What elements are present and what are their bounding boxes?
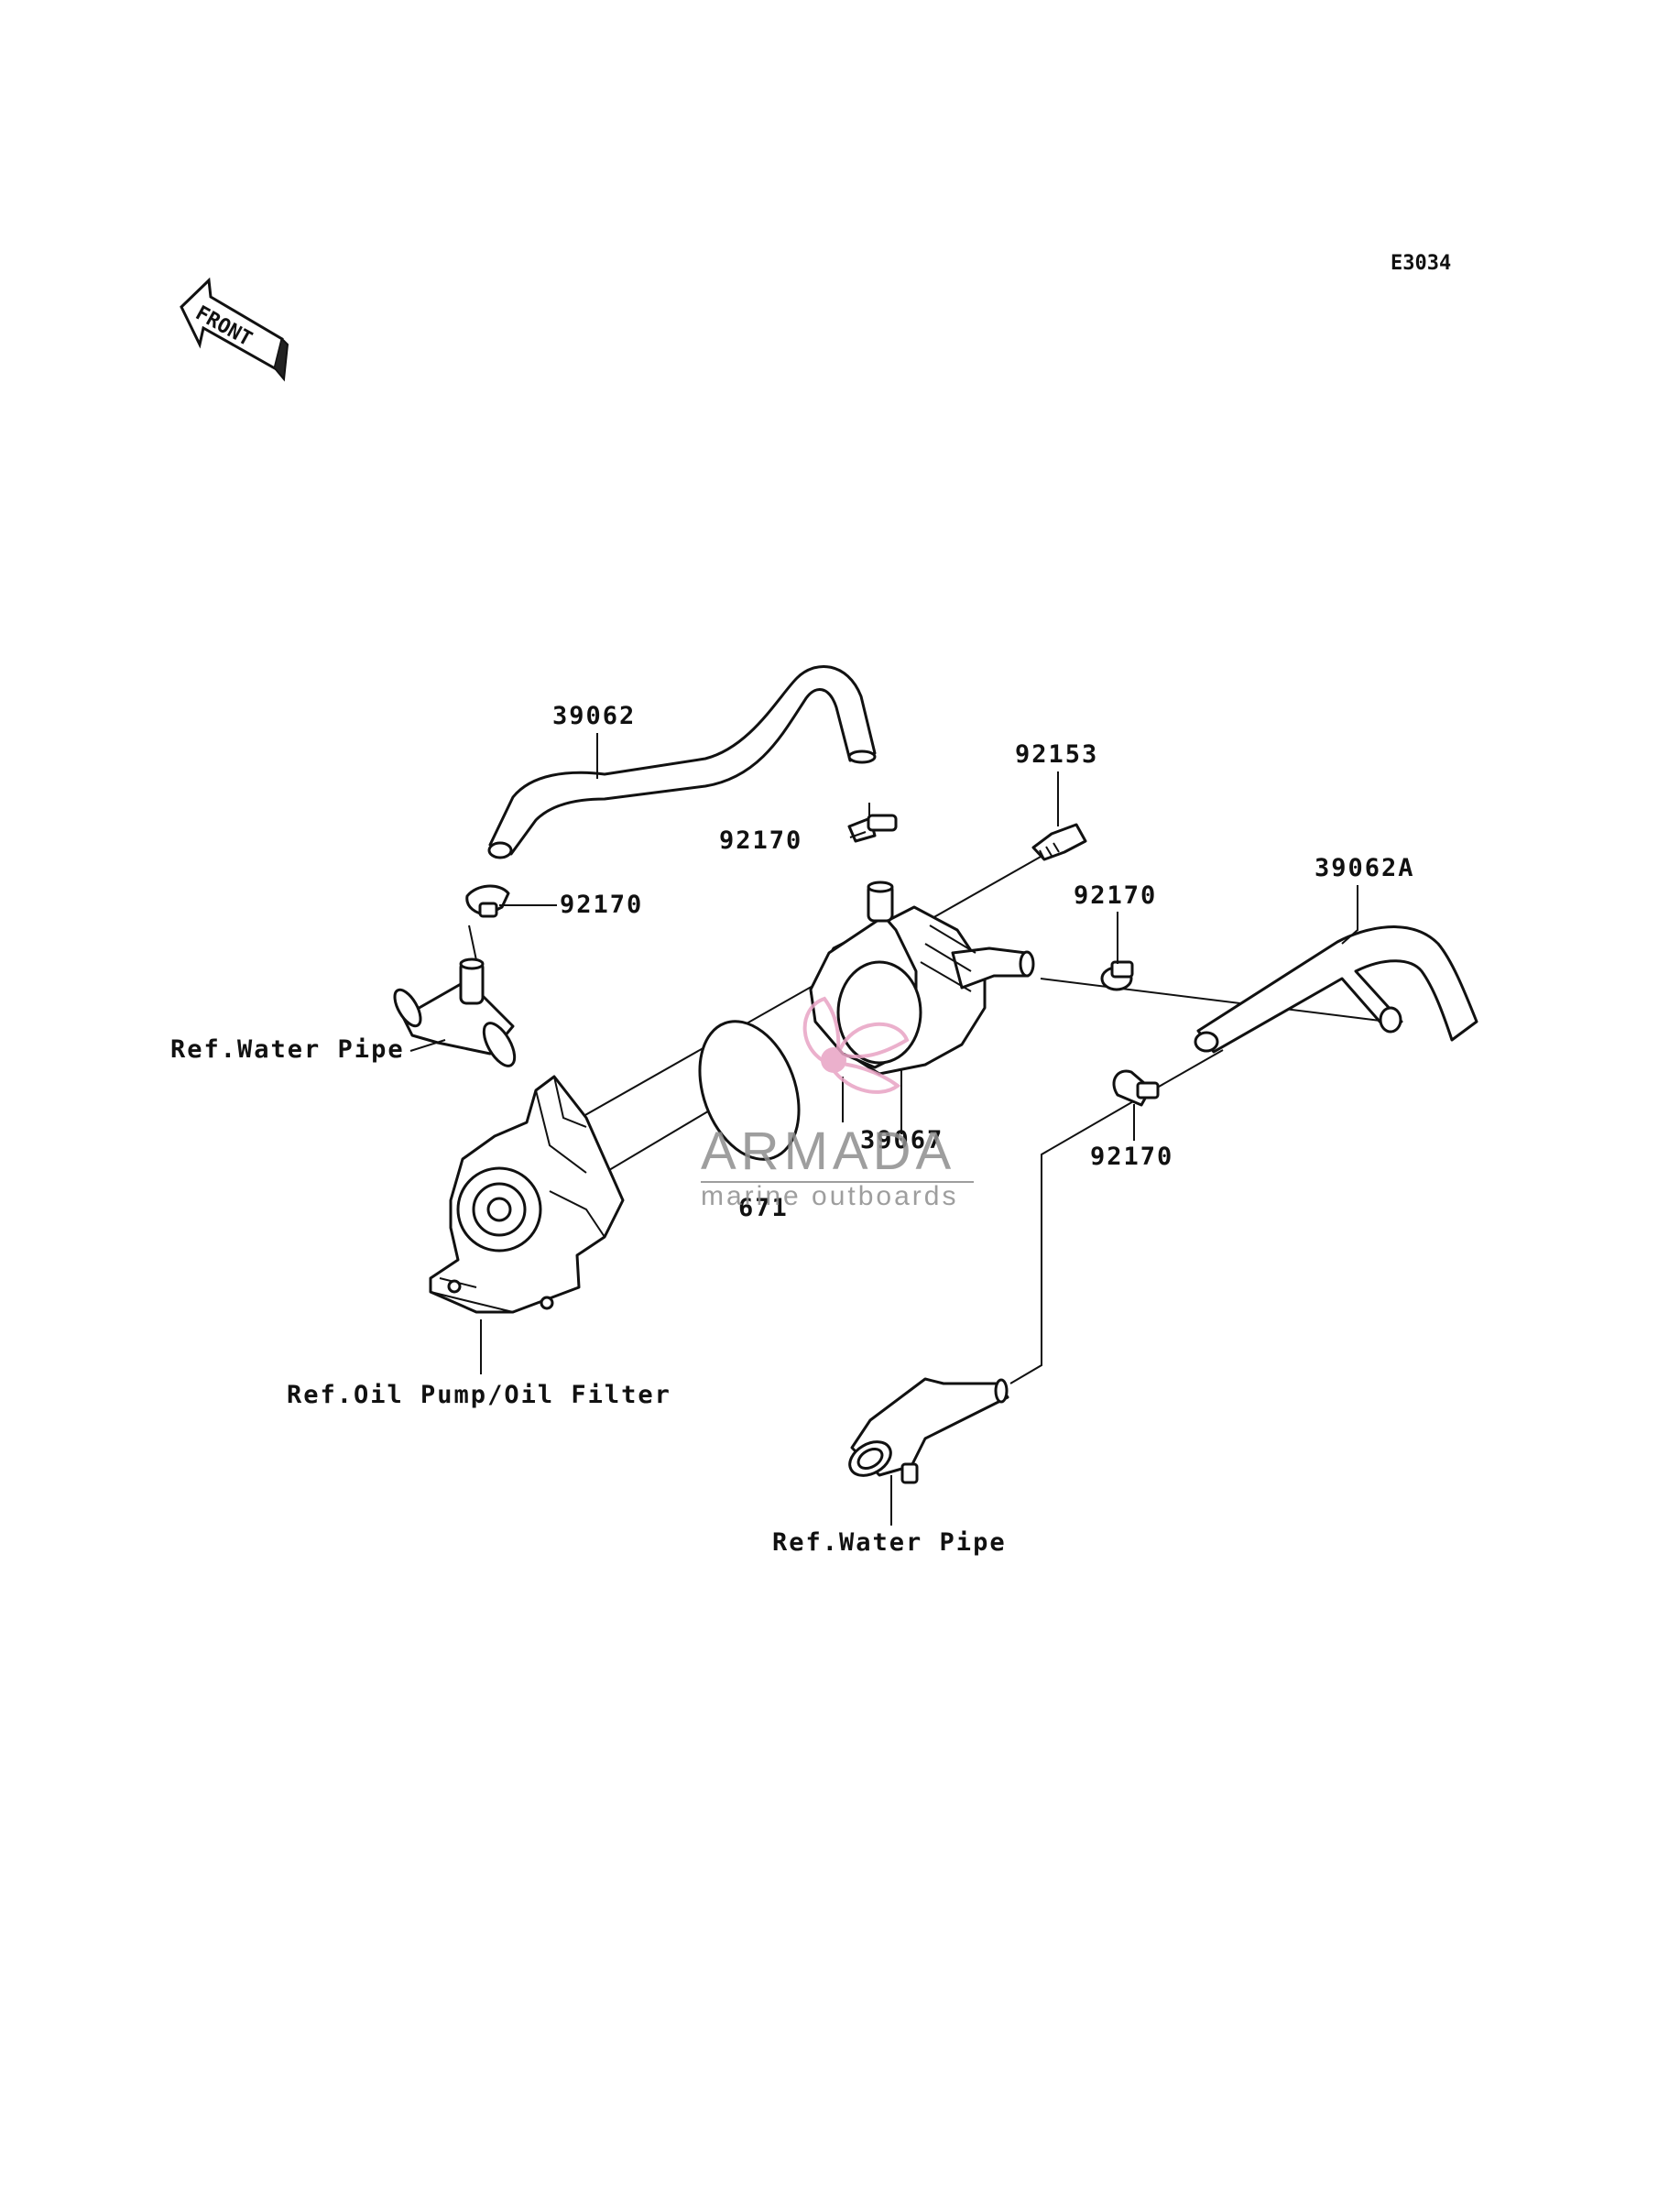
label-hose-39062a: 39062A (1315, 854, 1415, 882)
watermark-tagline: marine outboards (701, 1181, 958, 1211)
label-clamp-top: 92170 (719, 826, 802, 855)
label-o-ring-671: 671 (738, 1194, 789, 1222)
o-ring-671 (698, 1020, 801, 1161)
clamp-right-upper-icon (1100, 960, 1134, 991)
water-pipe-lower (848, 1377, 1009, 1484)
clamp-right-lower-icon (1112, 1069, 1160, 1107)
front-arrow-icon: FRONT (180, 277, 289, 382)
label-ref-water-pipe-lower: Ref.Water Pipe (772, 1528, 1007, 1557)
label-clamp-right-lower: 92170 (1090, 1143, 1173, 1171)
label-ref-water-pipe-upper: Ref.Water Pipe (170, 1035, 405, 1064)
label-bolt-92153: 92153 (1015, 740, 1098, 769)
oil-pump-housing (429, 1075, 625, 1314)
hose-39062a (1194, 925, 1478, 1054)
watermark: ARMADA marine outboards (701, 996, 974, 1211)
watermark-brand: ARMADA (701, 1121, 955, 1181)
hose-39062 (487, 665, 877, 859)
leader-lines (468, 803, 1389, 1384)
label-leaders (409, 733, 1358, 1526)
diagram-code: E3034 (1391, 252, 1451, 275)
bolt-92153-icon (1031, 823, 1087, 861)
label-clamp-left: 92170 (560, 891, 643, 919)
label-ref-oil-pump: Ref.Oil Pump/Oil Filter (287, 1381, 671, 1409)
propeller-logo-icon (802, 996, 910, 1094)
clamp-top-icon (847, 814, 898, 843)
clamp-left-icon (465, 884, 510, 918)
label-clamp-right-upper: 92170 (1074, 881, 1157, 910)
water-pipe-upper (393, 957, 517, 1067)
label-hose-39062: 39062 (552, 702, 636, 730)
